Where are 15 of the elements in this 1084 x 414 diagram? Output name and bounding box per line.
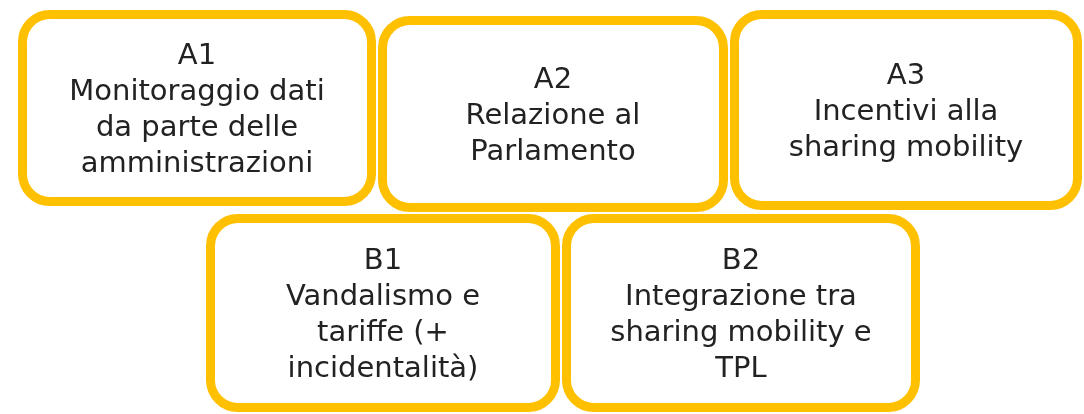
topic-box [378,16,728,212]
box-title: Relazione al Parlamento [464,95,642,169]
box-title: Incentivi alla sharing mobility [787,91,1025,165]
box-title: Vandalismo e tariffe (+ incidentalità) [284,276,482,386]
box-code: B2 [721,240,761,277]
box-code: B1 [363,240,403,277]
topic-box [18,10,376,206]
box-title: Integrazione tra sharing mobility e TPL [609,276,873,386]
box-code: A3 [886,55,926,92]
box-code: A2 [533,59,573,96]
topic-box [562,214,920,412]
topic-box [206,214,560,412]
box-code: A1 [177,35,217,72]
box-title: Monitoraggio dati da parte delle amministrazioni [68,71,326,181]
topic-box [730,10,1082,210]
